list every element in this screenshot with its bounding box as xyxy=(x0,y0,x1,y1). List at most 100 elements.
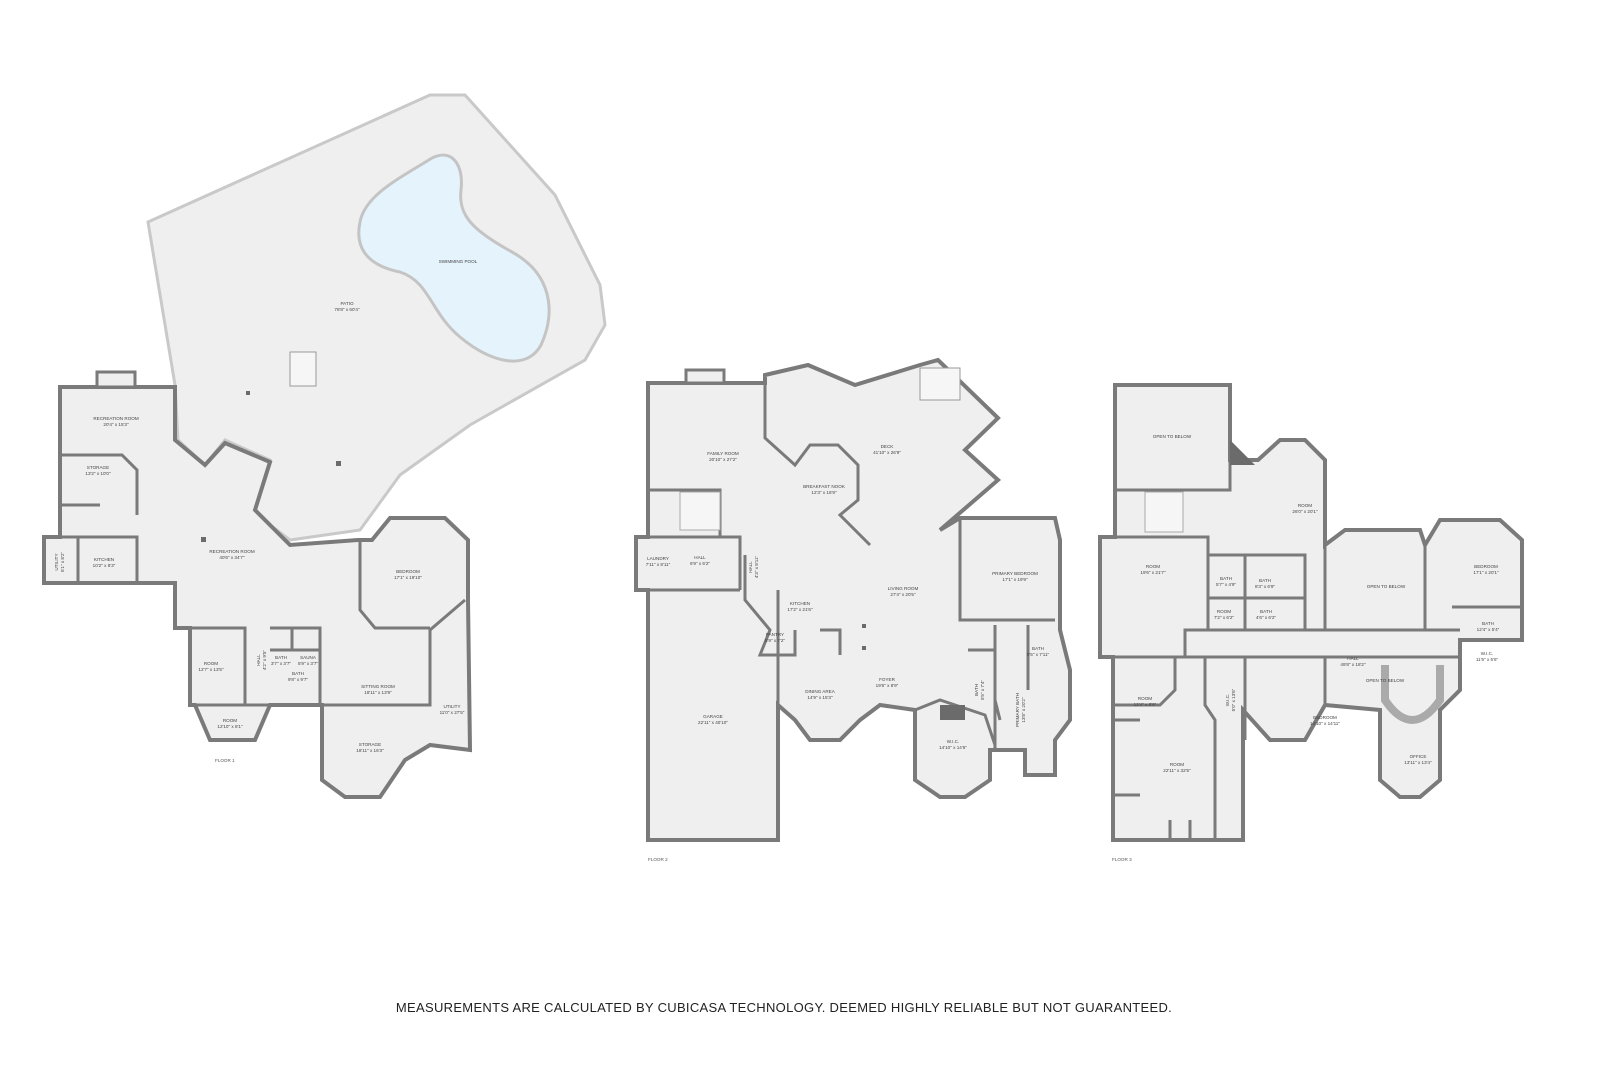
room-name: DINING AREA xyxy=(805,689,836,694)
room-name: LAUNDRY xyxy=(647,556,669,561)
room-dimensions: 8'3" x 6'9" xyxy=(1255,584,1275,589)
room-label: OPEN TO BELOW xyxy=(1367,584,1406,589)
room-name: BATH xyxy=(275,655,287,660)
room-name: BATH xyxy=(1260,609,1272,614)
room-name: ROOM xyxy=(204,661,218,666)
room-dimensions: 12'3" x 16'9" xyxy=(811,490,837,495)
room-name: FOYER xyxy=(879,677,896,682)
room-name: BATH xyxy=(1220,576,1232,581)
room-label: W.I.C.14'10" x 14'6" xyxy=(939,739,967,750)
room-label: W.I.C.11'5" x 5'6" xyxy=(1476,651,1499,662)
room-dimensions: 5'1" x 8'2" xyxy=(60,552,65,572)
room-dimensions: 5'5" x 7'4" xyxy=(980,680,985,700)
deck-stairs xyxy=(919,367,961,401)
room-name: KITCHEN xyxy=(790,601,810,606)
room-name: LIVING ROOM xyxy=(888,586,919,591)
room-name: OPEN TO BELOW xyxy=(1153,434,1192,439)
room-dimensions: 40'6" x 34'7" xyxy=(219,555,245,560)
room-dimensions: 11'5" x 5'6" xyxy=(1476,657,1499,662)
fireplace-icon xyxy=(95,370,137,389)
floor-label: FLOOR 1 xyxy=(215,758,235,763)
room-dimensions: 22'11" x 40'10" xyxy=(698,720,728,725)
room-label: OPEN TO BELOW xyxy=(1366,678,1405,683)
room-name: KITCHEN xyxy=(94,557,114,562)
room-name: W.I.C. xyxy=(1225,694,1230,707)
room-name: BEDROOM xyxy=(1474,564,1498,569)
room-name: BATH xyxy=(1482,621,1494,626)
floor-1-plan xyxy=(42,93,607,799)
room-name: RECREATION ROOM xyxy=(209,549,255,554)
room-dimensions: 17'1" x 19'10" xyxy=(394,575,422,580)
room-name: W.I.C. xyxy=(1481,651,1494,656)
room-dimensions: 4'6" x 6'2" xyxy=(1256,615,1276,620)
room-dimensions: 5'5" x 7'11" xyxy=(1027,652,1050,657)
room-name: STORAGE xyxy=(359,742,381,747)
floor-label: FLOOR 3 xyxy=(1112,857,1132,862)
room-name: BATH xyxy=(1032,646,1044,651)
room-dimensions: 12'4" x 5'4" xyxy=(1477,627,1500,632)
room-dimensions: 4'3" x 8'11" xyxy=(754,555,759,578)
room-dimensions: 22'11" x 32'5" xyxy=(1163,768,1191,773)
room-name: OPEN TO BELOW xyxy=(1367,584,1406,589)
room-dimensions: 17'1" x 19'9" xyxy=(1002,577,1028,582)
room-name: ROOM xyxy=(1217,609,1231,614)
room-dimensions: 4'2" x 9'5" xyxy=(262,650,267,670)
room-dimensions: 19'6" x 21'7" xyxy=(1140,570,1166,575)
room-dimensions: 5'9" x 7'2" xyxy=(765,638,785,643)
room-dimensions: 7'2" x 6'2" xyxy=(1214,615,1234,620)
room-label: SWIMMING POOL xyxy=(439,259,478,264)
room-dimensions: 20'10" x 27'2" xyxy=(709,457,737,462)
floor-3-walls xyxy=(1098,383,1524,842)
room-name: SAUNA xyxy=(300,655,317,660)
room-name: PRIMARY BEDROOM xyxy=(992,571,1038,576)
disclaimer-text: MEASUREMENTS ARE CALCULATED BY CUBICASA … xyxy=(395,1000,1173,1015)
room-dimensions: 12'7" x 13'5" xyxy=(198,667,224,672)
room-name: RECREATION ROOM xyxy=(93,416,139,421)
room-name: ROOM xyxy=(1298,503,1312,508)
room-dimensions: 17'1" x 20'1" xyxy=(1473,570,1499,575)
room-name: ROOM xyxy=(1170,762,1184,767)
floor-2-walls xyxy=(634,357,1072,842)
room-dimensions: 27'4" x 20'5" xyxy=(890,592,916,597)
room-dimensions: 17'2" x 21'6" xyxy=(787,607,813,612)
room-dimensions: 5'7" x 4'9" xyxy=(1216,582,1236,587)
room-name: PANTRY xyxy=(766,632,784,637)
room-dimensions: 13'8" x 20'2" xyxy=(1021,697,1026,723)
room-dimensions: 20'4" x 15'3" xyxy=(103,422,129,427)
room-name: BATH xyxy=(1259,578,1271,583)
room-dimensions: 14'10" x 14'11" xyxy=(1310,721,1340,726)
floor-3-plan xyxy=(1098,383,1524,842)
room-name: GARAGE xyxy=(703,714,723,719)
room-name: BEDROOM xyxy=(396,569,420,574)
room-name: BREAKFAST NOOK xyxy=(803,484,846,489)
stairs xyxy=(1144,491,1184,533)
